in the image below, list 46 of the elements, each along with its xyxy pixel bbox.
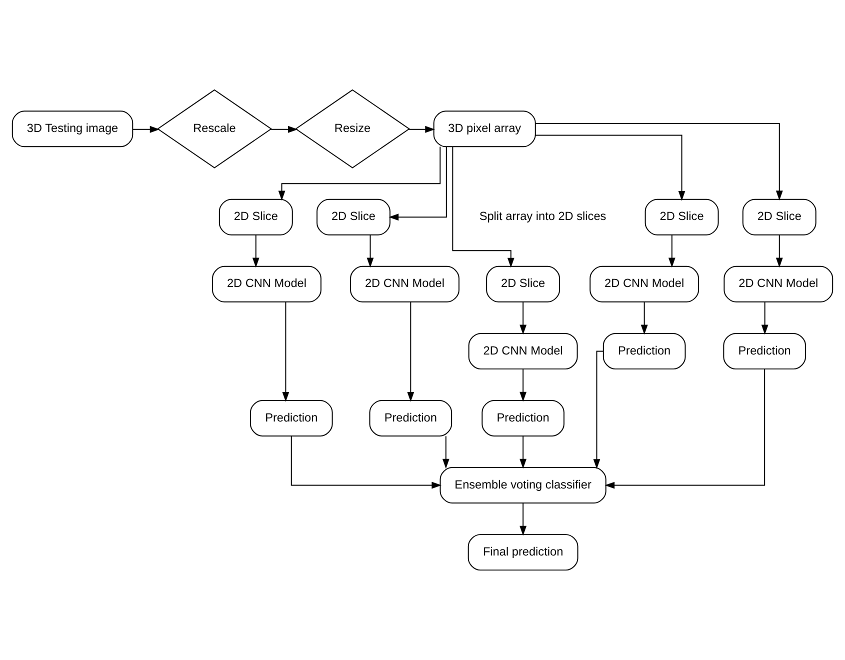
node-box: 2D CNN Model <box>350 266 460 302</box>
node-box: Prediction <box>602 332 686 370</box>
node-box: Prediction <box>482 400 564 436</box>
arrow <box>132 126 160 133</box>
arrow <box>290 436 442 489</box>
node-box: 2D CNN Model <box>724 266 834 302</box>
node-box: 2D Slice <box>218 198 293 236</box>
arrow <box>252 234 260 268</box>
arrow <box>520 302 527 335</box>
arrow <box>452 146 514 268</box>
node-box: 2D CNN Model <box>590 266 700 302</box>
arrow <box>520 368 527 402</box>
node-box: 2D Slice <box>644 198 719 236</box>
arrow <box>366 234 374 268</box>
node-box: 3D pixel array <box>433 110 536 148</box>
arrow <box>278 146 441 201</box>
arrow <box>442 436 450 469</box>
label: Split array into 2D slices <box>479 209 606 224</box>
node-box: Prediction <box>369 400 452 436</box>
arrow <box>604 368 766 489</box>
node-diamond: Resize <box>294 89 410 168</box>
arrow <box>270 126 298 133</box>
node-box: Prediction <box>723 332 806 370</box>
arrow <box>534 134 686 201</box>
node-box: 3D Testing image <box>12 110 134 148</box>
node-diamond: Rescale <box>156 89 272 168</box>
arrow <box>640 302 648 335</box>
arrow <box>388 146 447 221</box>
arrow <box>668 234 676 268</box>
node-box: Prediction <box>250 400 333 436</box>
node-box: Final prediction <box>468 534 578 571</box>
arrow <box>408 126 436 133</box>
arrow <box>520 436 527 469</box>
node-box: 2D CNN Model <box>212 266 322 302</box>
arrow <box>282 301 290 402</box>
node-box: 2D Slice <box>316 198 390 236</box>
node-box: 2D Slice <box>486 266 560 302</box>
node-box: Ensemble voting classifier <box>440 467 606 504</box>
arrow <box>776 234 783 268</box>
arrow <box>407 301 414 402</box>
node-box: 2D CNN Model <box>468 332 578 370</box>
node-box: 2D Slice <box>742 198 816 236</box>
arrow <box>520 502 527 536</box>
arrow <box>761 302 768 335</box>
arrow <box>593 350 604 469</box>
arrow <box>535 122 783 201</box>
